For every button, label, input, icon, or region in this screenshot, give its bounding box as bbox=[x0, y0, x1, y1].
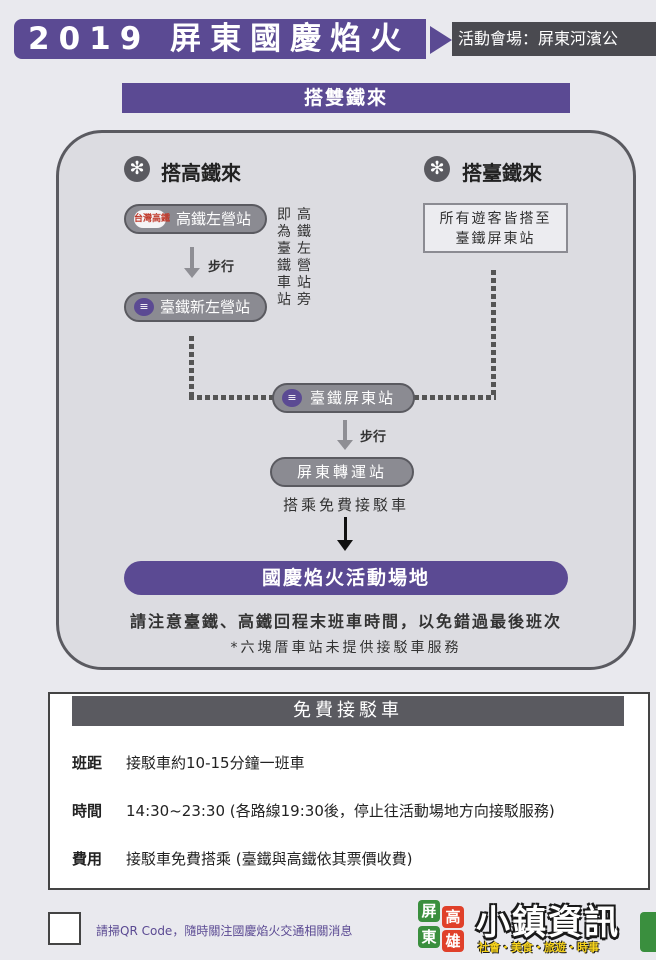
section-title: 搭雙鐵來 bbox=[122, 83, 570, 113]
note-char: 站 bbox=[297, 275, 311, 291]
track-line bbox=[189, 336, 194, 398]
warning-text: 請注意臺鐵、高鐵回程末班車時間，以免錯過最後班次 bbox=[129, 612, 562, 631]
fee-value: 接駁車免費搭乘 (臺鐵與高鐵依其票價收費) bbox=[126, 850, 413, 868]
track-line bbox=[491, 270, 496, 398]
header-arrow-icon bbox=[430, 26, 452, 54]
tra-note-line2: 臺鐵屏東站 bbox=[455, 231, 536, 247]
transit-station: 屏東轉運站 bbox=[270, 457, 414, 487]
walk-arrow bbox=[343, 420, 347, 442]
shuttle-note: 搭乘免費接駁車 bbox=[282, 496, 409, 514]
tra-logo-icon: ≡ bbox=[134, 298, 154, 316]
tra-transfer-station: ≡ 臺鐵新左營站 bbox=[124, 292, 267, 322]
interval-value: 接駁車約10-15分鐘一班車 bbox=[126, 754, 305, 772]
venue-label: 活動會場：屏東河濱公 bbox=[452, 22, 656, 56]
walk-arrow bbox=[190, 247, 194, 269]
hsr-start-station-label: 高鐵左營站 bbox=[176, 210, 252, 228]
track-line bbox=[414, 395, 496, 400]
hsr-start-station: 台灣高鐵 高鐵左營站 bbox=[124, 204, 267, 234]
gear-icon: ✻ bbox=[124, 156, 150, 182]
walk-arrow-head-icon bbox=[184, 268, 200, 278]
hsr-route-title: 搭高鐵來 bbox=[161, 161, 241, 185]
note-char: 鐵 bbox=[277, 258, 291, 274]
time-value: 14:30~23:30 (各路線19:30後，停止往活動場地方向接駁服務) bbox=[126, 802, 555, 820]
note-char: 車 bbox=[277, 275, 291, 291]
note-char: 高 bbox=[297, 207, 311, 223]
note-char: 站 bbox=[277, 292, 291, 308]
note-char: 臺 bbox=[277, 241, 291, 257]
fee-label: 費用 bbox=[72, 850, 103, 868]
qr-code[interactable] bbox=[48, 912, 81, 945]
note-char: 營 bbox=[297, 258, 311, 274]
destination-bar: 國慶焰火活動場地 bbox=[124, 561, 568, 595]
brand-logo: 屏 東 高 雄 bbox=[416, 898, 468, 954]
shuttle-info-title: 免費接駁車 bbox=[72, 696, 624, 726]
walk-label: 步行 bbox=[360, 430, 387, 445]
hsr-logo-icon: 台灣高鐵 bbox=[134, 210, 170, 228]
tra-note-box: 所有遊客皆搭至 臺鐵屏東站 bbox=[423, 203, 568, 253]
brand-char: 屏 bbox=[418, 900, 440, 922]
station-note-col1: 即 為 臺 鐵 車 站 bbox=[276, 207, 292, 309]
tra-route-title: 搭臺鐵來 bbox=[462, 161, 542, 185]
walk-arrow-head-icon bbox=[337, 440, 353, 450]
brand-char: 東 bbox=[418, 926, 440, 948]
note-char: 即 bbox=[277, 207, 291, 223]
brand-char: 高 bbox=[442, 906, 464, 928]
merge-station: ≡ 臺鐵屏東站 bbox=[272, 383, 415, 413]
walk-label: 步行 bbox=[208, 260, 235, 275]
tra-transfer-station-label: 臺鐵新左營站 bbox=[160, 298, 251, 316]
tra-logo-icon: ≡ bbox=[282, 389, 302, 407]
down-arrow bbox=[344, 517, 347, 541]
footnote-text: *六塊厝車站未提供接駁車服務 bbox=[230, 640, 462, 656]
brand-tags: 社會・美食・旅遊・時事 bbox=[478, 941, 599, 954]
down-arrow-head-icon bbox=[337, 540, 353, 551]
poster-title: 2019 屏東國慶焰火 bbox=[14, 19, 426, 59]
brand-char: 雄 bbox=[442, 930, 464, 952]
time-label: 時間 bbox=[72, 802, 103, 820]
brand-edge bbox=[640, 912, 656, 952]
note-char: 左 bbox=[297, 241, 311, 257]
interval-label: 班距 bbox=[72, 754, 103, 772]
merge-station-label: 臺鐵屏東站 bbox=[310, 389, 396, 407]
track-line bbox=[189, 395, 273, 400]
tra-note-line1: 所有遊客皆搭至 bbox=[439, 211, 552, 227]
note-char: 為 bbox=[277, 224, 291, 240]
note-char: 鐵 bbox=[297, 224, 311, 240]
note-char: 旁 bbox=[297, 292, 311, 308]
gear-icon: ✻ bbox=[424, 156, 450, 182]
qr-text: 請掃QR Code，隨時關注國慶焰火交通相關消息 bbox=[96, 924, 353, 938]
brand-name: 小鎮資訊 bbox=[476, 903, 620, 943]
station-note-col2: 高 鐵 左 營 站 旁 bbox=[296, 207, 312, 309]
